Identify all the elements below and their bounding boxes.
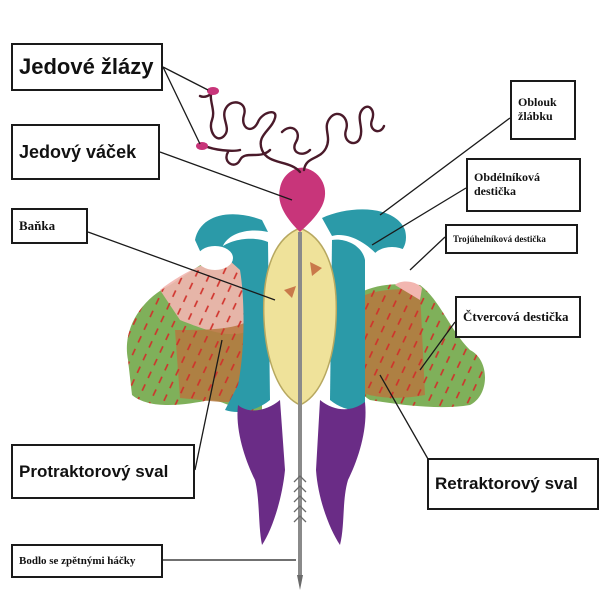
label-oblong-plate-line2: destička xyxy=(474,185,540,199)
label-retractor-muscle-text: Retraktorový sval xyxy=(435,474,578,494)
venom-glands xyxy=(200,90,384,172)
gland-tip-lower xyxy=(196,142,208,150)
label-oblong-plate-line1: Obdélníková xyxy=(474,171,540,185)
label-groove-arch-line2: žlábku xyxy=(518,110,557,124)
label-oblong-plate: Obdélníková destička xyxy=(466,158,581,212)
venom-sac xyxy=(279,168,325,232)
label-square-plate-text: Čtvercová destička xyxy=(463,310,569,325)
label-retractor-muscle: Retraktorový sval xyxy=(427,458,599,510)
label-bulb: Baňka xyxy=(11,208,88,244)
label-venom-sac-text: Jedový váček xyxy=(19,142,136,163)
label-groove-arch-line1: Oblouk xyxy=(518,96,557,110)
label-triangular-plate: Trojúhelníková destička xyxy=(445,224,578,254)
label-square-plate: Čtvercová destička xyxy=(455,296,581,338)
label-venom-glands: Jedové žlázy xyxy=(11,43,163,91)
label-groove-arch: Oblouk žlábku xyxy=(510,80,576,140)
label-triangular-plate-text: Trojúhelníková destička xyxy=(453,234,546,244)
label-venom-glands-text: Jedové žlázy xyxy=(19,54,154,79)
label-barbed-stinger-text: Bodlo se zpětnými háčky xyxy=(19,555,135,568)
label-barbed-stinger: Bodlo se zpětnými háčky xyxy=(11,544,163,578)
label-protractor-muscle-text: Protraktorový sval xyxy=(19,462,168,482)
label-protractor-muscle: Protraktorový sval xyxy=(11,444,195,499)
label-bulb-text: Baňka xyxy=(19,219,55,234)
label-venom-sac: Jedový váček xyxy=(11,124,160,180)
gland-tip-upper xyxy=(207,87,219,95)
